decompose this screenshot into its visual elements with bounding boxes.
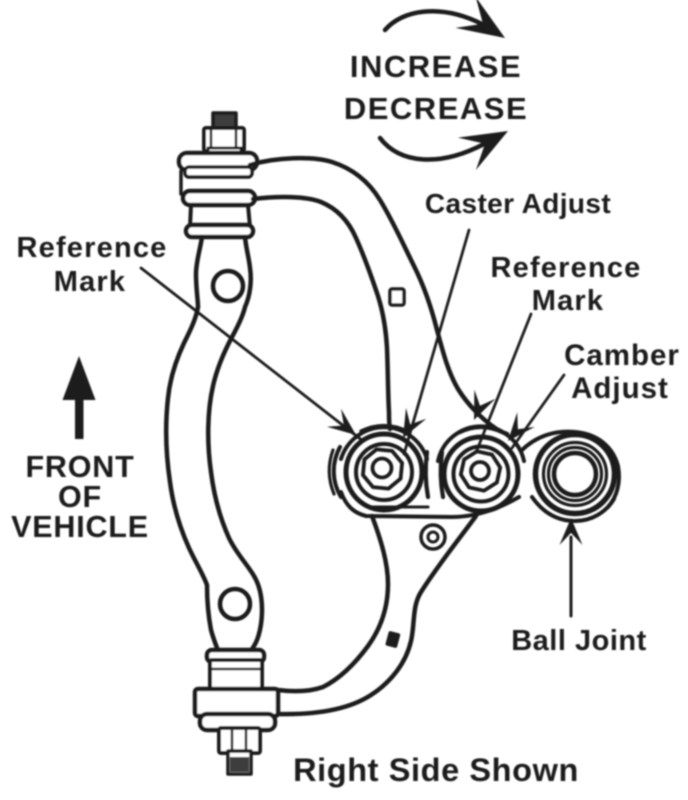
svg-text:Reference: Reference: [490, 252, 641, 284]
svg-text:Mark: Mark: [54, 266, 127, 298]
svg-text:Ball Joint: Ball Joint: [511, 625, 647, 657]
svg-text:Caster Adjust: Caster Adjust: [425, 188, 611, 219]
svg-text:VEHICLE: VEHICLE: [11, 510, 149, 544]
svg-text:DECREASE: DECREASE: [344, 91, 528, 126]
svg-text:Right Side Shown: Right Side Shown: [293, 752, 579, 788]
svg-text:Reference: Reference: [16, 232, 167, 264]
svg-text:FRONT: FRONT: [25, 450, 134, 484]
svg-text:Adjust: Adjust: [571, 372, 669, 405]
svg-text:Camber: Camber: [564, 339, 680, 372]
svg-text:Mark: Mark: [532, 285, 605, 317]
svg-text:OF: OF: [58, 480, 102, 514]
svg-text:INCREASE: INCREASE: [350, 49, 522, 84]
